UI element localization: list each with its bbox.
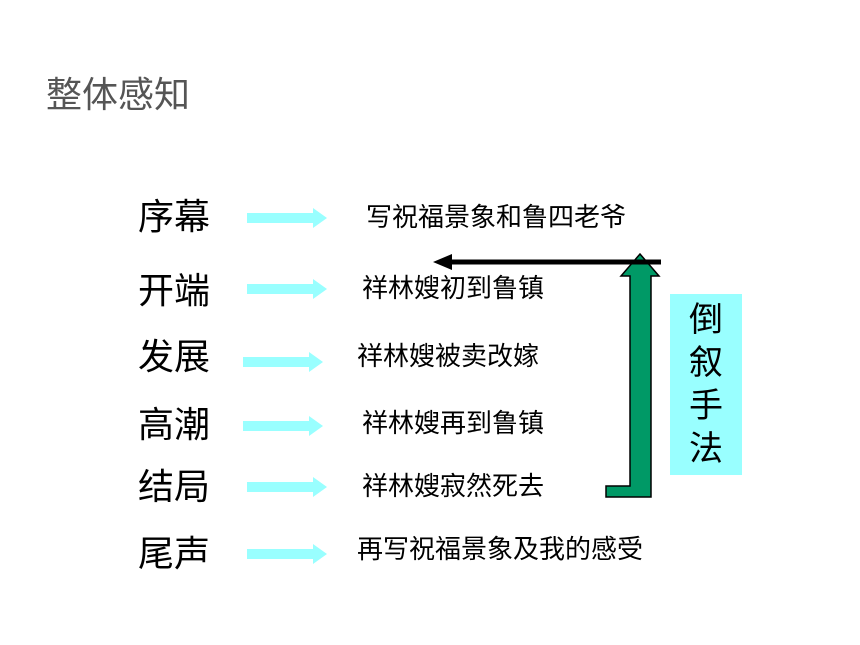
row-arrow-icon bbox=[243, 352, 323, 372]
flashback-char: 手 bbox=[689, 386, 723, 426]
stage-climax: 高潮 bbox=[138, 405, 211, 446]
row-arrow-icon bbox=[247, 544, 327, 564]
row-arrow-shape bbox=[243, 352, 323, 372]
description-epilogue: 再写祝福景象及我的感受 bbox=[357, 535, 644, 565]
stage-prologue: 序幕 bbox=[138, 197, 211, 238]
description-ending: 祥林嫂寂然死去 bbox=[362, 472, 545, 502]
stage-epilogue: 尾声 bbox=[138, 534, 211, 575]
description-development: 祥林嫂被卖改嫁 bbox=[357, 342, 540, 372]
row-arrow-icon bbox=[247, 477, 327, 497]
stage-beginning: 开端 bbox=[138, 271, 211, 312]
stage-ending: 结局 bbox=[138, 467, 211, 508]
row-arrow-shape bbox=[247, 208, 327, 228]
row-arrow-icon bbox=[243, 416, 323, 436]
flashback-char: 叙 bbox=[689, 343, 723, 383]
row-arrow-shape bbox=[247, 544, 327, 564]
flashback-char: 法 bbox=[689, 429, 723, 469]
row-arrow-shape bbox=[243, 416, 323, 436]
row-arrow-shape bbox=[247, 279, 327, 299]
flashback-label: 倒 叙 手 法 bbox=[670, 294, 742, 475]
description-prologue: 写祝福景象和鲁四老爷 bbox=[366, 203, 627, 233]
return-arrow-head bbox=[433, 254, 452, 270]
row-arrow-icon bbox=[247, 279, 327, 299]
row-arrow-shape bbox=[247, 477, 327, 497]
flashback-box: 倒 叙 手 法 bbox=[670, 294, 742, 475]
description-climax: 祥林嫂再到鲁镇 bbox=[362, 409, 545, 439]
flashback-up-arrow bbox=[605, 252, 661, 498]
page-title: 整体感知 bbox=[46, 75, 191, 116]
row-arrow-icon bbox=[247, 208, 327, 228]
stage-development: 发展 bbox=[138, 337, 211, 378]
description-beginning: 祥林嫂初到鲁镇 bbox=[362, 274, 545, 304]
flashback-char: 倒 bbox=[689, 300, 723, 340]
